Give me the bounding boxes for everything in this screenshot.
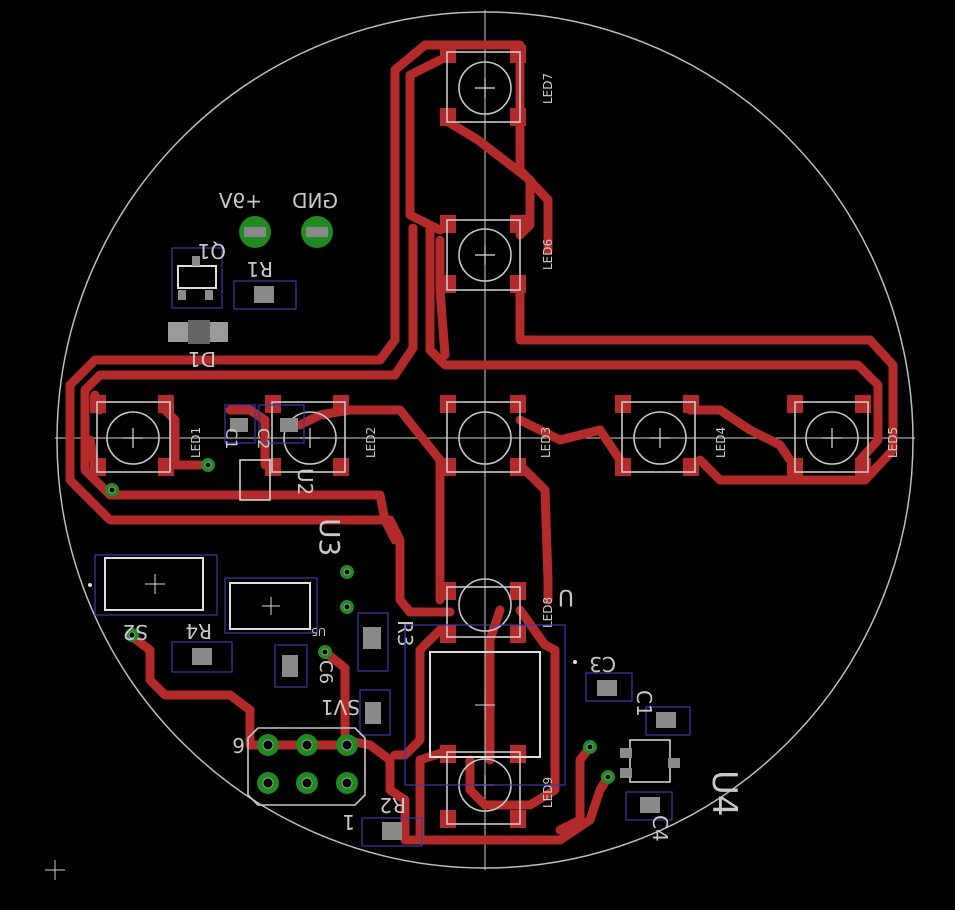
led-label-5: LED5	[886, 427, 900, 458]
right-smd: C3 C1 C4 U4	[573, 652, 744, 842]
u-label: U	[558, 584, 574, 609]
vias	[105, 458, 615, 784]
s2-label: S2	[123, 620, 148, 644]
led-label-4: LED4	[714, 427, 728, 458]
c5-c6-group: C6 U5	[274, 625, 336, 688]
c1-label: C1	[222, 428, 241, 449]
r1-label: R1	[246, 257, 273, 281]
pin6-label: 6	[232, 733, 245, 757]
q1-r1-d1-group: Q1 R1 D1	[168, 239, 297, 371]
u4-label: U4	[704, 770, 744, 817]
s2-r4-group: S2 R4	[88, 554, 318, 673]
q1-label: Q1	[198, 239, 226, 263]
c2-label: C2	[254, 428, 273, 449]
c3-label: C3	[589, 652, 616, 676]
u-chip: U	[404, 584, 574, 786]
u5-label: U5	[311, 625, 326, 638]
r3-group: R3	[357, 612, 417, 736]
sv1-header: SV1 6 1	[232, 695, 366, 834]
led-labels: LED1 LED2 LED3 LED4 LED5 LED6 LED7 LED8 …	[189, 73, 900, 808]
led-label-7: LED7	[541, 73, 555, 104]
plus9v-label: +9V	[219, 189, 262, 213]
led-label-9: LED9	[541, 777, 555, 808]
c4-label: C4	[648, 815, 672, 842]
gnd-label: GND	[292, 189, 338, 213]
d1-label: D1	[188, 347, 216, 371]
r2-label: R2	[379, 793, 406, 817]
r2-group: R2	[361, 793, 423, 847]
led-label-2: LED2	[364, 427, 378, 458]
u3-label: U3	[313, 518, 346, 556]
led-outlines	[96, 51, 869, 825]
copper-traces	[65, 40, 898, 845]
pin1-label: 1	[342, 810, 355, 834]
center-left-smd: C1 C2 U2 U3	[222, 404, 346, 556]
power-connectors: +9V GND	[219, 189, 338, 248]
u2-label: U2	[293, 468, 317, 495]
led-label-1: LED1	[189, 427, 203, 458]
led-label-6: LED6	[541, 239, 555, 270]
led-label-3: LED3	[539, 427, 553, 458]
c1-right-label: C1	[632, 690, 656, 717]
sv1-label: SV1	[321, 695, 360, 719]
r4-label: R4	[185, 619, 212, 643]
led-label-8: LED8	[541, 597, 555, 628]
c6-label: C6	[315, 660, 336, 684]
